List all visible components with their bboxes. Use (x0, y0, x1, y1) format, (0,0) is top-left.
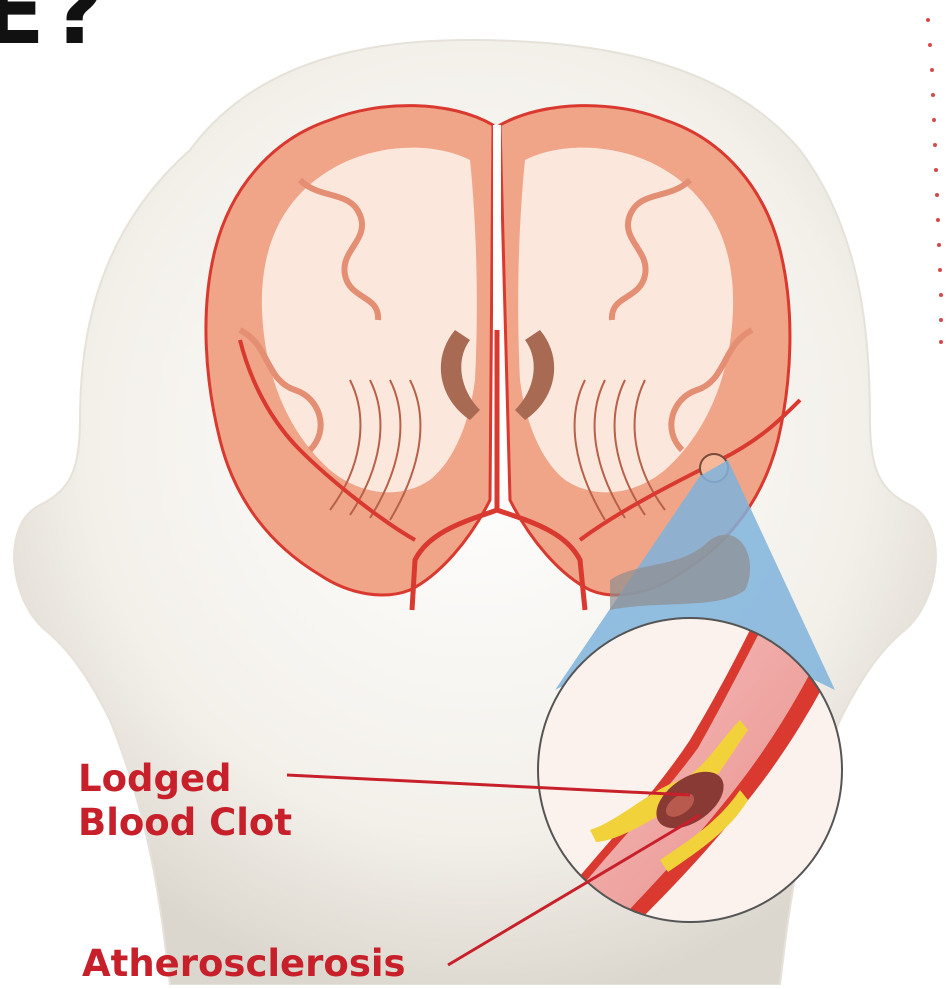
dotted-trail (926, 18, 943, 344)
clot-label-line2: Blood Clot (78, 801, 292, 845)
headline-fragment: E? (0, 0, 110, 58)
atherosclerosis-label: Atherosclerosis (82, 942, 406, 986)
lodged-blood-clot-label: Lodged Blood Clot (78, 757, 292, 845)
clot-label-line1: Lodged (78, 757, 292, 801)
